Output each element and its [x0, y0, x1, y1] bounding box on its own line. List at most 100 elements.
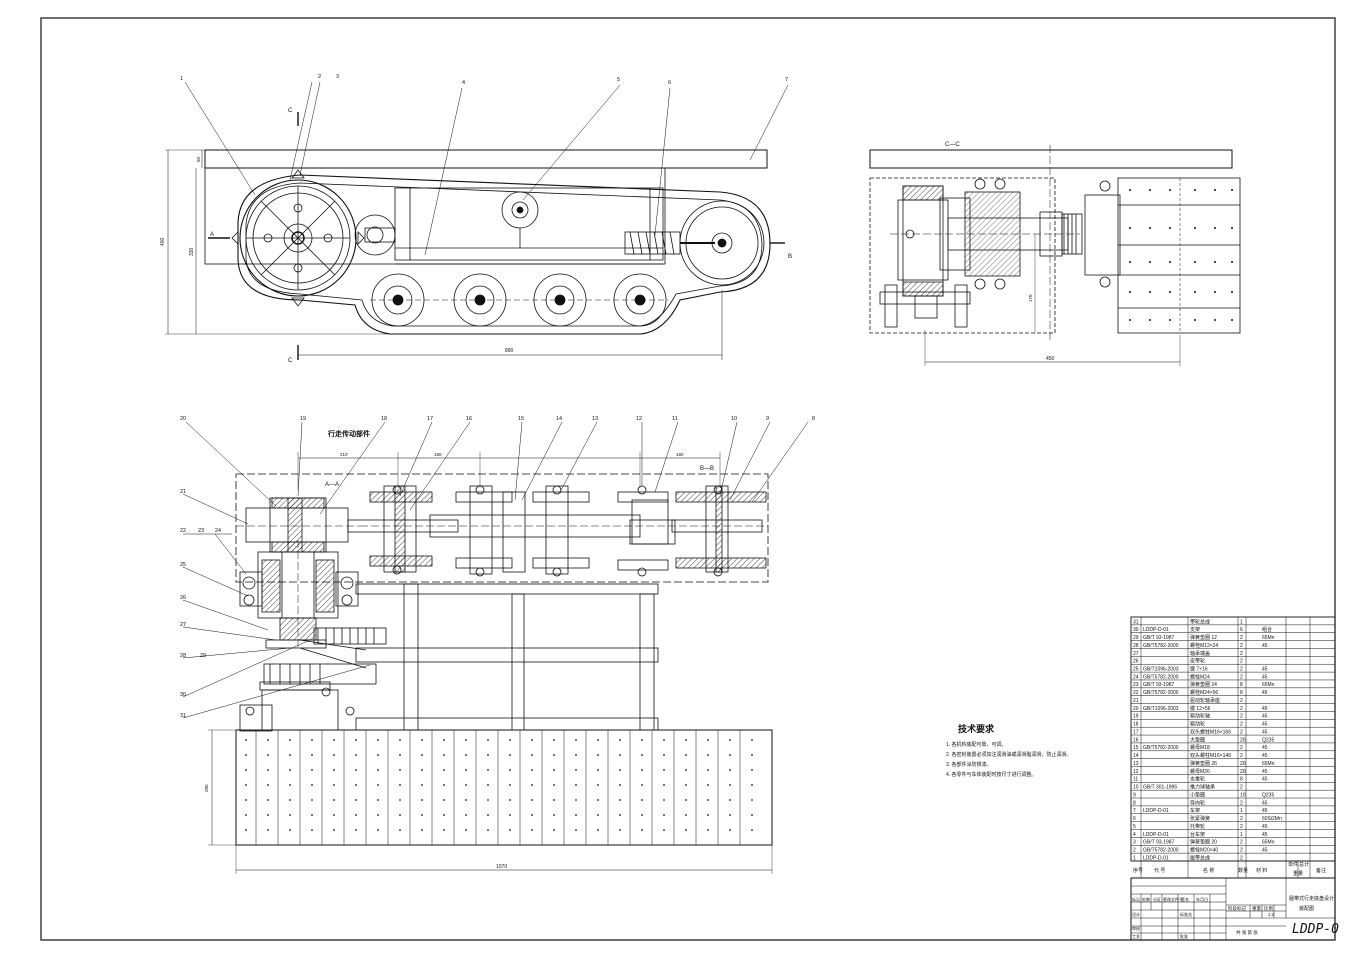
- bom-cell-qty: 2: [1240, 659, 1243, 665]
- base-plate-dot: [531, 814, 533, 816]
- bom-header-mat: 材 料: [1256, 867, 1267, 874]
- scale-label: 比例: [1264, 905, 1273, 912]
- callout-1: 1: [180, 76, 183, 82]
- bom-cell-name: 螺栓M24: [1190, 673, 1210, 680]
- base-plate-dot: [333, 769, 335, 771]
- bom-cell-qty: 2: [1240, 800, 1243, 806]
- base-plate-dot: [663, 739, 665, 741]
- base-plate-dot: [443, 754, 445, 756]
- base-plate-dot: [685, 784, 687, 786]
- base-plate-dot: [729, 829, 731, 831]
- title-block-text: 履带式行走底盘设计 装配图 阶段标记 重量 比例 1:2 共 张 第 张 LDD…: [1132, 895, 1339, 939]
- bom-cell-qty: 2: [1240, 816, 1243, 822]
- base-plate-dot: [399, 769, 401, 771]
- base-plate-dot: [333, 799, 335, 801]
- base-plate-dot: [465, 769, 467, 771]
- base-plate-dot: [663, 799, 665, 801]
- base-plate-dot: [685, 769, 687, 771]
- base-plate-dot: [751, 769, 753, 771]
- base-plate-dot: [289, 799, 291, 801]
- base-plate-dot: [487, 799, 489, 801]
- base-plate-dot: [487, 754, 489, 756]
- bom-cell-name: 台车架: [1190, 831, 1205, 838]
- base-plate-dot: [553, 769, 555, 771]
- base-plate-dot: [465, 814, 467, 816]
- base-plate-dot: [245, 754, 247, 756]
- bom-cell-qty: 2: [1240, 753, 1243, 759]
- dim-bottom-height: 280: [204, 784, 209, 792]
- base-plate-dot: [355, 799, 357, 801]
- callout-15: 15: [518, 416, 524, 422]
- bom-cell-qty: 2: [1240, 651, 1243, 657]
- base-plate-dot: [597, 799, 599, 801]
- bom-cell-no: 10: [1133, 785, 1139, 791]
- base-plate-dot: [575, 814, 577, 816]
- bom-cell-mat: Q235: [1262, 737, 1274, 743]
- bom-cell-no: 22: [1133, 690, 1139, 696]
- bom-cell-qty: 2: [1240, 722, 1243, 728]
- base-plate-dot: [289, 739, 291, 741]
- base-plate-dot: [619, 799, 621, 801]
- section-label-bb: B—B: [700, 466, 714, 472]
- bom-cell-qty: 20: [1240, 761, 1246, 767]
- bom-cell-mat: 65Mn: [1262, 682, 1275, 688]
- side-view-cc: [869, 145, 1241, 366]
- base-plate-dot: [509, 784, 511, 786]
- bom-cell-qty: 2: [1240, 855, 1243, 861]
- base-plate-dot: [355, 739, 357, 741]
- bom-cell-no: 20: [1133, 706, 1139, 712]
- base-plate-dot: [443, 829, 445, 831]
- bom-header-unit: 单件: [1288, 861, 1298, 868]
- bom-cell-name: 键 7×16: [1190, 665, 1208, 672]
- base-plate-dot: [663, 784, 665, 786]
- bom-cell-no: 24: [1133, 674, 1139, 680]
- bom-cell-no: 25: [1133, 666, 1139, 672]
- base-plate-dot: [267, 769, 269, 771]
- bom-cell-qty: 2: [1240, 635, 1243, 641]
- base-plate-dot: [289, 829, 291, 831]
- base-plate-dot: [355, 769, 357, 771]
- base-plate-dot: [421, 754, 423, 756]
- base-plate-dot: [597, 754, 599, 756]
- bom-cell-no: 29: [1133, 635, 1139, 641]
- title-block: [1130, 877, 1336, 941]
- base-plate-dot: [641, 739, 643, 741]
- base-plate-dot: [245, 769, 247, 771]
- base-plate-dot: [729, 739, 731, 741]
- bom-cell-qty: 1: [1240, 808, 1243, 814]
- role-standard: 标准化: [1180, 911, 1192, 917]
- bom-cell-mat: 45: [1262, 666, 1268, 672]
- base-plate-dot: [597, 739, 599, 741]
- bom-cell-name: 驱动轮轴: [1190, 713, 1210, 720]
- base-plate-dot: [531, 754, 533, 756]
- base-plate-dot: [267, 829, 269, 831]
- bom-cell-name: 双头螺柱M16×166: [1190, 728, 1231, 735]
- callout-30: 30: [180, 692, 186, 698]
- base-plate-dot: [619, 769, 621, 771]
- drawing-border: [40, 17, 1336, 941]
- base-plate-dot: [443, 814, 445, 816]
- bom-cell-code: GB/T5782-2000: [1143, 643, 1179, 649]
- bom-cell-no: 9: [1133, 792, 1136, 798]
- base-plate-dot: [641, 829, 643, 831]
- base-plate-dot: [751, 739, 753, 741]
- bom-cell-code: GB/T 93-1987: [1143, 840, 1175, 846]
- note-line-3: 3. 各部件涂防锈漆。: [946, 761, 992, 768]
- base-plate-dot: [421, 769, 423, 771]
- bom-cell-qty: 2: [1240, 666, 1243, 672]
- base-plate-dot: [575, 739, 577, 741]
- bom-cell-no: 31: [1133, 619, 1139, 625]
- base-plate-dot: [399, 739, 401, 741]
- bom-cell-mat: 60Si2Mn: [1262, 816, 1282, 822]
- base-plate-dot: [311, 769, 313, 771]
- bom-cell-name: 轴承端盖: [1190, 650, 1210, 657]
- base-plate-dot: [619, 784, 621, 786]
- base-plate-dot: [311, 784, 313, 786]
- dim-bottom-total: 1070: [496, 864, 507, 870]
- bom-cell-no: 12: [1133, 769, 1139, 775]
- callout-19: 19: [300, 416, 306, 422]
- base-plate-dot: [575, 829, 577, 831]
- base-plate-dot: [267, 799, 269, 801]
- base-plate-dot: [685, 754, 687, 756]
